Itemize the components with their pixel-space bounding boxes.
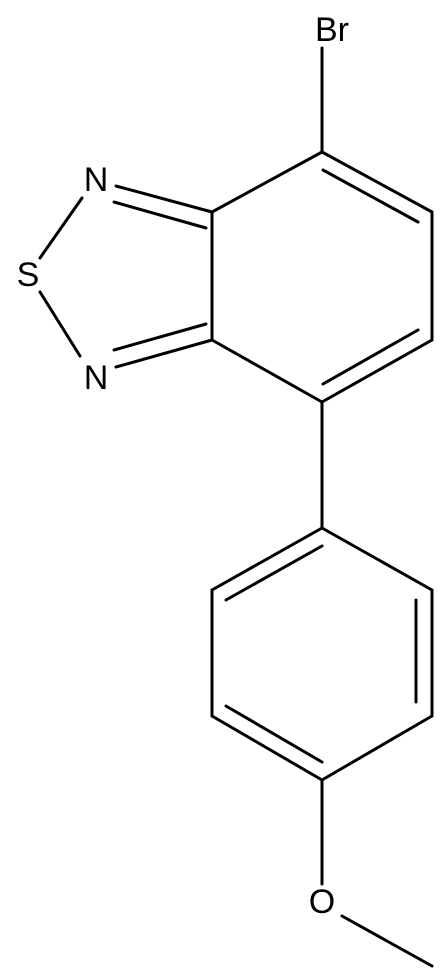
bond-c4-c5-inner: [321, 168, 420, 224]
bond-c6-c7: [320, 338, 434, 404]
bond-c3a-n1: [114, 184, 214, 214]
bond-ar4-ar5: [320, 714, 434, 782]
bond-c3a-c4: [210, 150, 324, 214]
atom-label-n2: N: [84, 359, 109, 397]
bond-c7-c7a: [210, 338, 324, 404]
bond-c7a-n2-double: [112, 322, 208, 352]
bond-ar6-ar1: [320, 526, 434, 592]
atom-label-o: O: [309, 883, 335, 921]
bond-ar3-ar4-inner: [224, 704, 324, 764]
bond-ar3-ar4: [210, 714, 324, 782]
bond-c4-c5: [320, 150, 434, 214]
bond-o-methyl: [340, 914, 434, 968]
bond-c6-c7-inner: [321, 328, 420, 386]
bond-n1-s: [38, 196, 84, 260]
bond-c3a-n1-double: [112, 200, 208, 230]
atom-label-n1: N: [84, 161, 109, 199]
bond-c7a-n2: [114, 338, 214, 369]
atom-label-br: Br: [315, 11, 349, 49]
methoxyphenyl-ring: [210, 526, 434, 782]
bond-s-n2: [38, 290, 82, 358]
benzothiadiazole-ring: [38, 46, 434, 404]
bond-ar1-ar2: [210, 526, 324, 592]
bond-ar1-ar2-inner: [224, 544, 324, 602]
atom-label-s: S: [17, 256, 40, 294]
